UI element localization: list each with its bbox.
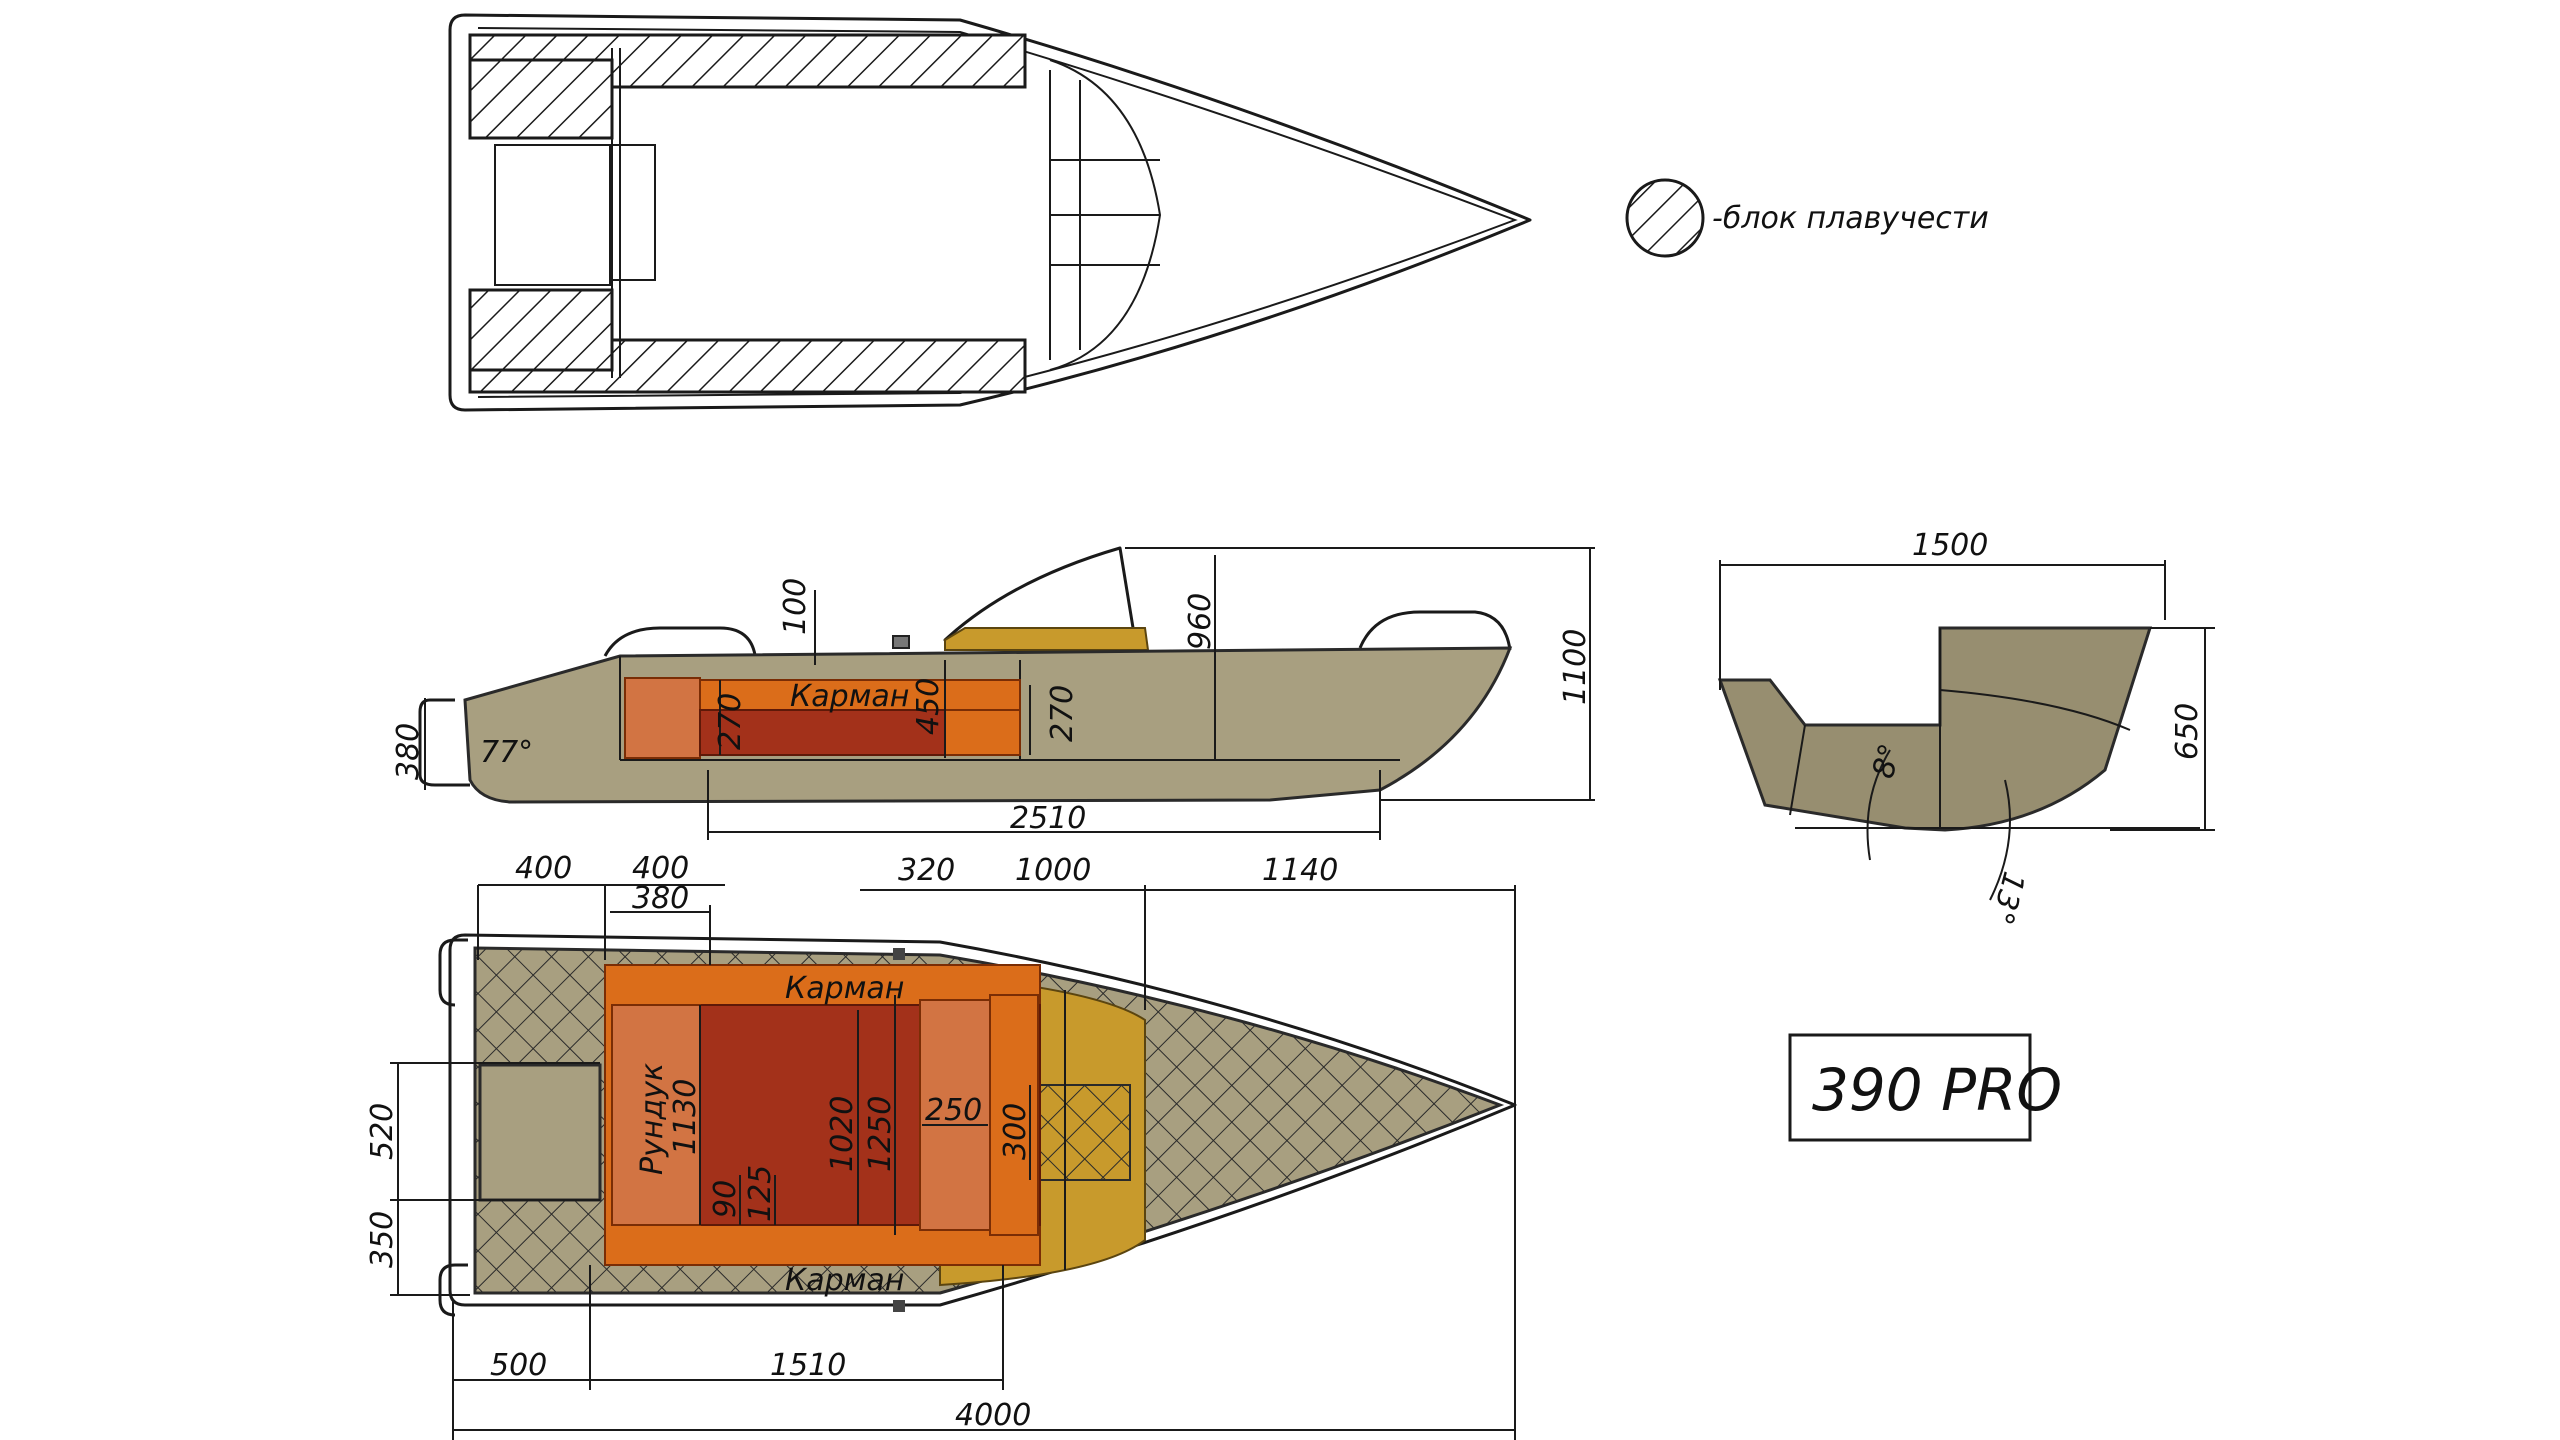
top-plan-view bbox=[448, 13, 1532, 412]
dim-d350: 350 bbox=[365, 1211, 400, 1268]
dim-bow-height: 100 bbox=[778, 578, 813, 635]
dim-angle: 77° bbox=[480, 735, 533, 770]
dim-d380: 380 bbox=[632, 881, 689, 916]
dim-beam: 1500 bbox=[1912, 528, 1988, 563]
model-title: 390 PRO bbox=[1788, 1033, 2062, 1142]
flotation-legend: -блок плавучести bbox=[1625, 178, 1989, 258]
bottom-plan-view: Карман Карман Рундук 400 400 380 320 100… bbox=[365, 851, 1517, 1440]
dim-d300: 300 bbox=[998, 1103, 1033, 1160]
dim-d1140: 1140 bbox=[1262, 853, 1338, 888]
dim-d4000: 4000 bbox=[955, 1398, 1031, 1433]
plan-locker-label: Рундук bbox=[635, 1063, 670, 1175]
legend-text: -блок плавучести bbox=[1712, 201, 1989, 236]
dim-screen-height: 960 bbox=[1183, 593, 1218, 650]
flotation-symbol bbox=[1625, 178, 1705, 258]
dim-d1000: 1000 bbox=[1015, 853, 1091, 888]
dim-d1130: 1130 bbox=[668, 1079, 703, 1155]
dim-total-height: 1100 bbox=[1558, 629, 1593, 705]
dim-d320: 320 bbox=[898, 853, 955, 888]
dim-d500: 500 bbox=[490, 1348, 547, 1383]
dim-transom-height: 380 bbox=[391, 723, 426, 780]
plan-pocket-bottom-label: Карман bbox=[785, 1263, 904, 1298]
model-name: 390 PRO bbox=[1812, 1056, 2062, 1124]
dim-pocket-height-right: 270 bbox=[1045, 685, 1080, 742]
dim-pocket-height-left: 270 bbox=[713, 693, 748, 750]
section-view: 1500 650 8° 13° bbox=[1717, 528, 2215, 928]
dim-d400a: 400 bbox=[515, 851, 572, 886]
dim-deadrise-bow: 13° bbox=[1984, 868, 2032, 928]
dim-d1250: 1250 bbox=[863, 1096, 898, 1172]
dim-d250: 250 bbox=[925, 1093, 982, 1128]
dim-d520: 520 bbox=[365, 1103, 400, 1160]
side-view: Карман 380 77° 100 270 450 270 960 1100 … bbox=[391, 546, 1595, 840]
dim-d125: 125 bbox=[743, 1165, 778, 1222]
dim-pocket-depth: 450 bbox=[911, 678, 946, 735]
dim-d1020: 1020 bbox=[825, 1096, 860, 1172]
side-pocket-label: Карман bbox=[790, 679, 909, 714]
dim-length: 2510 bbox=[1010, 801, 1086, 836]
dim-d400b: 400 bbox=[632, 851, 689, 886]
dim-d1510: 1510 bbox=[770, 1348, 846, 1383]
dim-depth: 650 bbox=[2170, 703, 2205, 760]
dim-d90: 90 bbox=[708, 1180, 743, 1218]
plan-pocket-top-label: Карман bbox=[785, 971, 904, 1006]
